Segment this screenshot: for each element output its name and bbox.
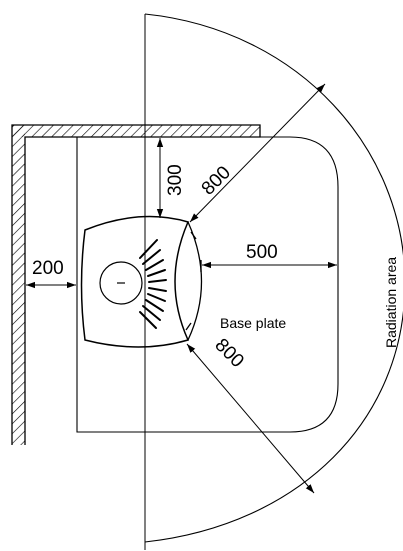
dimension-top-clearance-label: 300 xyxy=(165,164,186,196)
dimension-front-distance: 500 xyxy=(202,242,337,269)
dimension-radius-upper-label: 800 xyxy=(198,162,235,199)
dimension-top-clearance: 300 xyxy=(156,138,186,218)
dimension-radius-lower-label: 800 xyxy=(210,335,247,372)
control-knob xyxy=(99,261,143,305)
dimension-radius-upper: 800 xyxy=(189,83,326,223)
dimension-radius-upper-line xyxy=(189,83,326,223)
radiation-area-label: Radiation area xyxy=(383,257,399,348)
unit-body xyxy=(80,215,190,348)
unit-front-arc xyxy=(187,221,203,341)
dimension-wall-clearance-label: 200 xyxy=(32,258,64,279)
heating-unit xyxy=(80,215,203,348)
dimension-front-distance-label: 500 xyxy=(246,242,278,263)
base-plate-label: Base plate xyxy=(220,315,286,331)
bracket-bottom xyxy=(185,322,192,331)
dimension-wall-clearance: 200 xyxy=(26,258,76,289)
bracket-top xyxy=(190,231,197,240)
vent-slots xyxy=(139,239,167,329)
wall-hatch-top xyxy=(12,125,260,137)
dimension-radius-lower: 800 xyxy=(186,335,315,494)
radiation-area-arc xyxy=(144,13,403,543)
wall-hatch-side xyxy=(12,125,25,445)
dimension-radius-lower-line xyxy=(186,343,315,494)
